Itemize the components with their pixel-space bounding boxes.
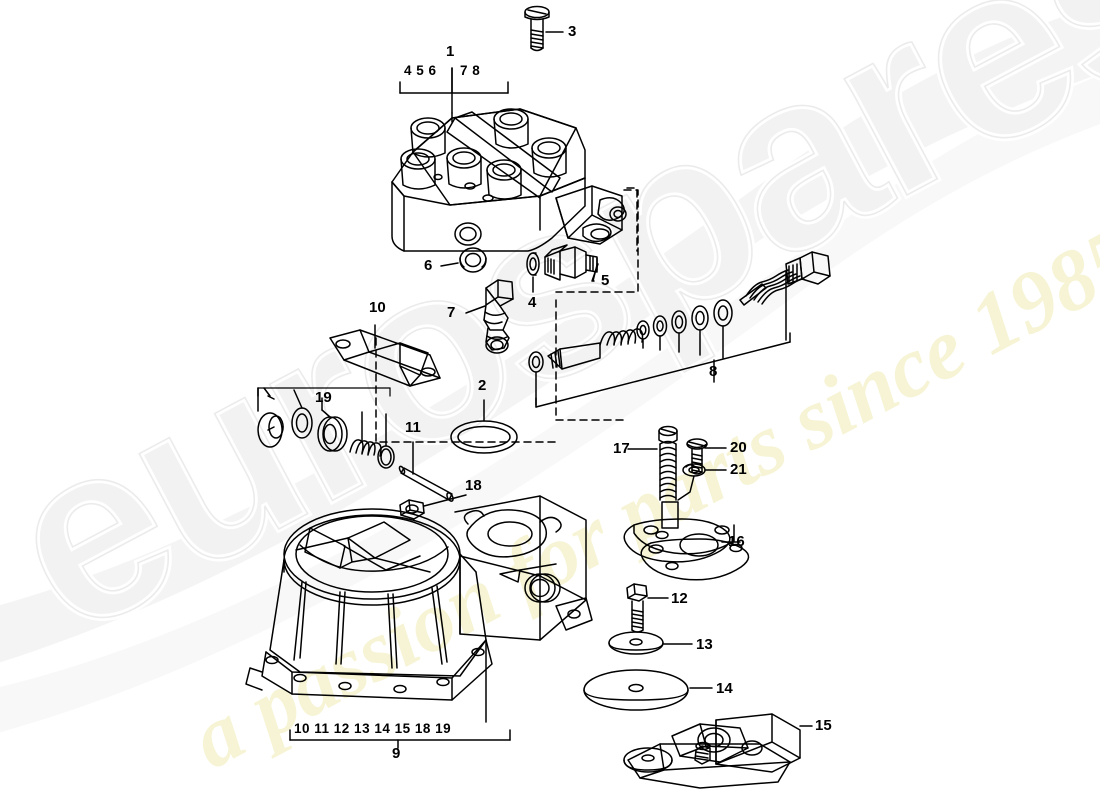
callout-label-3: 3 [568, 23, 577, 40]
callout-label-19: 19 [315, 389, 332, 406]
part-6-sealing-ring [440, 247, 487, 273]
part-14-sensor-disc [583, 669, 713, 711]
group-bracket-bottom [289, 729, 511, 749]
part-16-flange-gasket [640, 530, 750, 581]
part-17-adjusting-screw [627, 425, 679, 529]
callout-label-20: 20 [730, 439, 747, 456]
part-8-regulator-shims [528, 251, 831, 408]
part-11-pivot-pin [398, 441, 454, 502]
part-9-airflow-housing [245, 495, 593, 723]
part-17-mount-bracket [623, 518, 735, 563]
callout-label-16: 16 [728, 533, 745, 550]
callout-label-13: 13 [696, 636, 713, 653]
group-bracket-top [399, 67, 509, 123]
callout-box-upper [626, 187, 638, 252]
callout-label-10: 10 [369, 299, 386, 316]
part-5-connector-fitting [544, 244, 599, 282]
callout-box-8 [555, 299, 629, 421]
part-10-sensor-lever [329, 324, 441, 387]
callout-label-5: 5 [601, 272, 610, 289]
part-4-sealing-washer [526, 252, 540, 293]
part-15-mixture-lever [623, 713, 813, 789]
group-bracket-top-right-members: 7 8 [460, 63, 481, 78]
callout-label-8: 8 [709, 363, 718, 380]
part-3-slotted-screw [524, 5, 564, 52]
group-bracket-bottom-members: 10 11 12 13 14 15 18 19 [294, 721, 452, 736]
part-21-lock-washer [677, 463, 727, 501]
part-13-small-washer [608, 631, 693, 655]
part-19-bearing-kit [257, 387, 395, 469]
callout-label-17: 17 [613, 440, 630, 457]
callout-label-15: 15 [815, 717, 832, 734]
part-18-hex-nut [399, 494, 467, 520]
callout-label-9: 9 [392, 745, 401, 762]
callout-label-18: 18 [465, 477, 482, 494]
callout-label-14: 14 [716, 680, 733, 697]
part-2-o-ring [450, 399, 518, 454]
callout-label-1: 1 [446, 43, 455, 60]
part-7-hose-union [465, 279, 514, 354]
callout-label-7: 7 [447, 304, 456, 321]
callout-label-4: 4 [528, 294, 537, 311]
part-20-pan-head-screw [686, 438, 727, 475]
callout-label-12: 12 [671, 590, 688, 607]
callout-box-5 [555, 189, 639, 293]
callout-label-21: 21 [730, 461, 747, 478]
callout-label-2: 2 [478, 377, 487, 394]
callout-label-6: 6 [424, 257, 433, 274]
group-bracket-top-left-members: 4 5 6 [404, 63, 437, 78]
part-1-fuel-distributor [391, 108, 627, 252]
part-12-hex-bolt [626, 583, 669, 633]
callout-label-11: 11 [405, 419, 421, 436]
